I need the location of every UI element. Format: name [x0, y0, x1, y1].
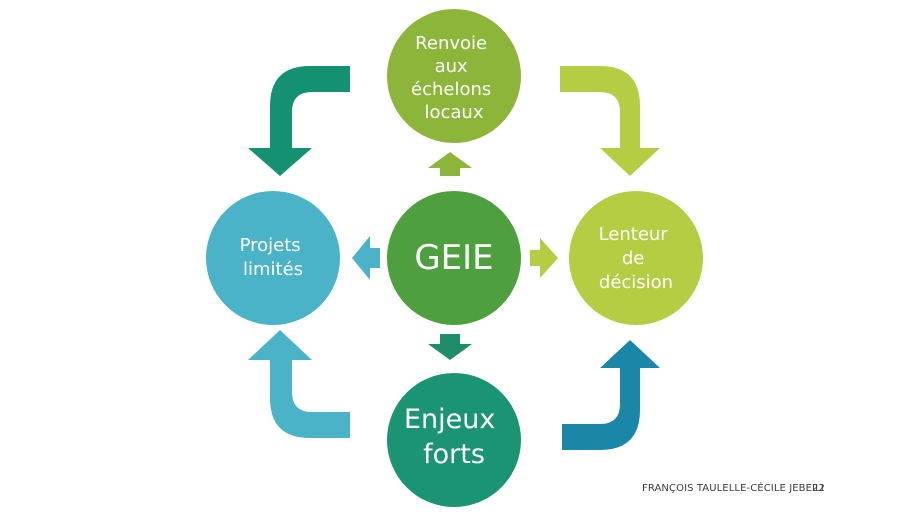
node-left-label: Projets limités — [240, 235, 307, 280]
node-right-label: Lenteur de décision — [599, 224, 674, 293]
node-left-circle — [206, 191, 340, 325]
node-top-circle — [387, 9, 521, 143]
arrow-left — [352, 236, 380, 280]
curved-arrow-bottom-left — [248, 330, 350, 438]
arrow-right — [530, 238, 558, 278]
arrow-down — [428, 334, 472, 360]
curved-arrow-bottom-right — [562, 340, 660, 450]
node-bottom-label: Enjeux forts — [404, 404, 504, 470]
node-center-label: GEIE — [414, 238, 493, 278]
footer-author: FRANÇOIS TAULELLE-CÉCILE JEBEILI — [642, 483, 824, 494]
node-top-label: Renvoie aux échelons locaux — [411, 33, 497, 123]
curved-arrow-top-right — [560, 66, 660, 176]
curved-arrow-top-left — [248, 66, 350, 176]
node-bottom-circle — [387, 373, 521, 507]
node-center-circle — [387, 191, 521, 325]
node-right-circle — [569, 191, 703, 325]
page-number: 22 — [812, 483, 825, 494]
arrow-up — [428, 152, 472, 176]
